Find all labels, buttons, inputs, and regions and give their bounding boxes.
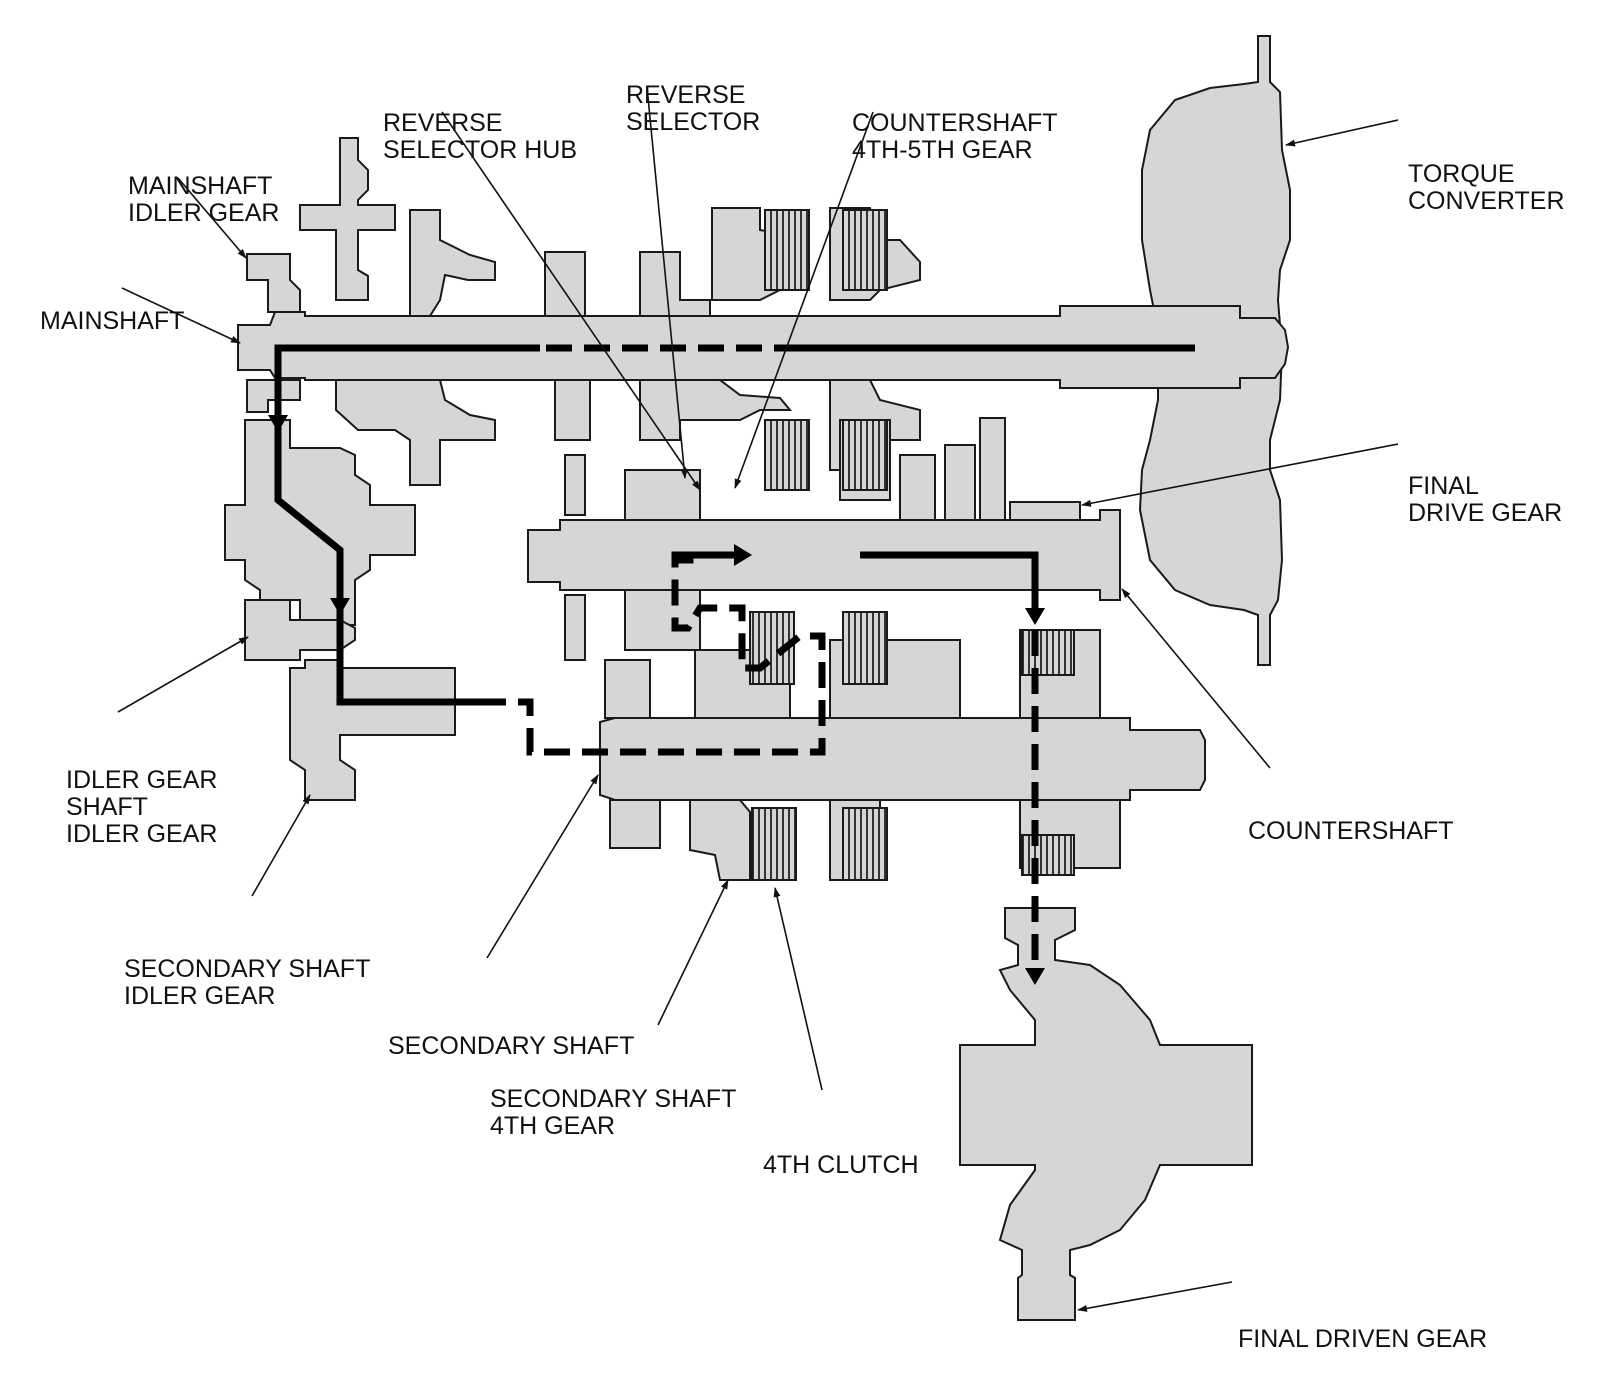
secondary-shaft	[599, 717, 1206, 801]
transmission-cross-section-diagram	[117, 35, 1399, 1321]
4th-clutch	[751, 807, 797, 881]
label-final-driven-gear: FINAL DRIVEN GEAR	[1238, 1325, 1488, 1353]
mainshaft	[237, 305, 1290, 389]
label-secondary-shaft: SECONDARY SHAFT	[388, 1032, 635, 1060]
idler-gear-shaft-idler-gear	[224, 419, 416, 636]
mainshaft-idler-gear	[246, 253, 301, 313]
countershaft	[527, 509, 1121, 601]
final-drive-gear	[1009, 501, 1081, 521]
label-countershaft: COUNTERSHAFT	[1248, 817, 1454, 845]
label-mainshaft: MAINSHAFT	[40, 307, 185, 335]
secondary-shaft-4th-gear	[689, 799, 751, 881]
secondary-shaft-idler-gear	[289, 659, 456, 801]
final-driven-gear	[959, 907, 1253, 1321]
label-4th-clutch: 4TH CLUTCH	[763, 1151, 919, 1179]
